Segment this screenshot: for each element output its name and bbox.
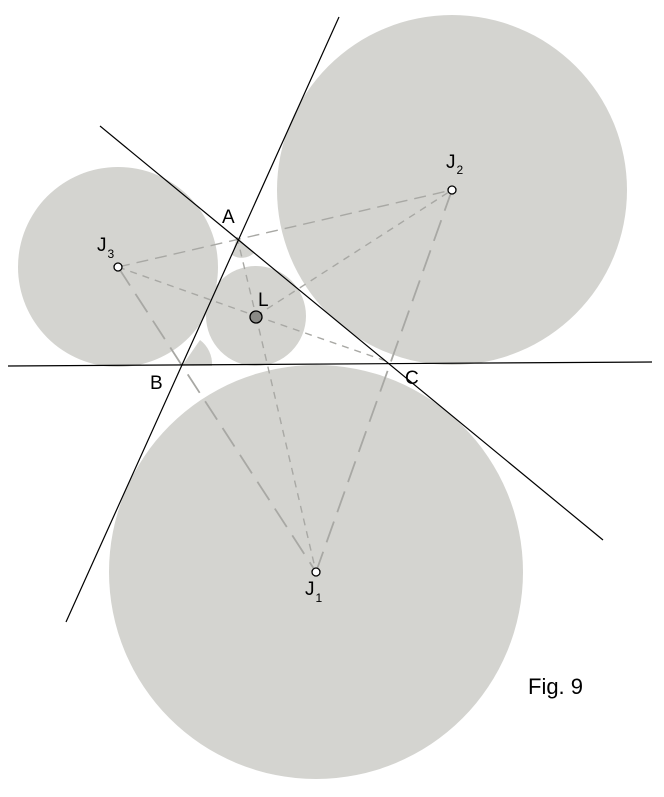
line-bc bbox=[7, 361, 653, 367]
label-j3: J3 bbox=[97, 235, 115, 261]
center-j1-dot bbox=[311, 567, 321, 577]
line-ab bbox=[65, 16, 340, 623]
dash-l-c bbox=[255, 315, 390, 363]
label-l: L bbox=[258, 290, 269, 311]
line-ac bbox=[99, 125, 604, 541]
dash-j2-j1 bbox=[315, 189, 453, 573]
dash-l-j1 bbox=[255, 315, 317, 573]
label-a: A bbox=[222, 207, 235, 228]
center-j3-dot bbox=[113, 262, 123, 272]
figure-caption: Fig. 9 bbox=[528, 674, 583, 699]
angle-mark-b bbox=[182, 340, 213, 366]
center-l-dot bbox=[249, 310, 263, 324]
dash-j3-j2 bbox=[117, 189, 453, 268]
dash-j3-l bbox=[117, 266, 257, 317]
label-j2: J2 bbox=[446, 152, 464, 177]
label-j1: J1 bbox=[305, 579, 323, 605]
center-j2-dot bbox=[447, 185, 457, 195]
dash-a-l bbox=[236, 236, 257, 317]
label-c: C bbox=[405, 368, 419, 389]
label-b: B bbox=[150, 373, 163, 394]
dash-j3-j1 bbox=[117, 266, 317, 573]
